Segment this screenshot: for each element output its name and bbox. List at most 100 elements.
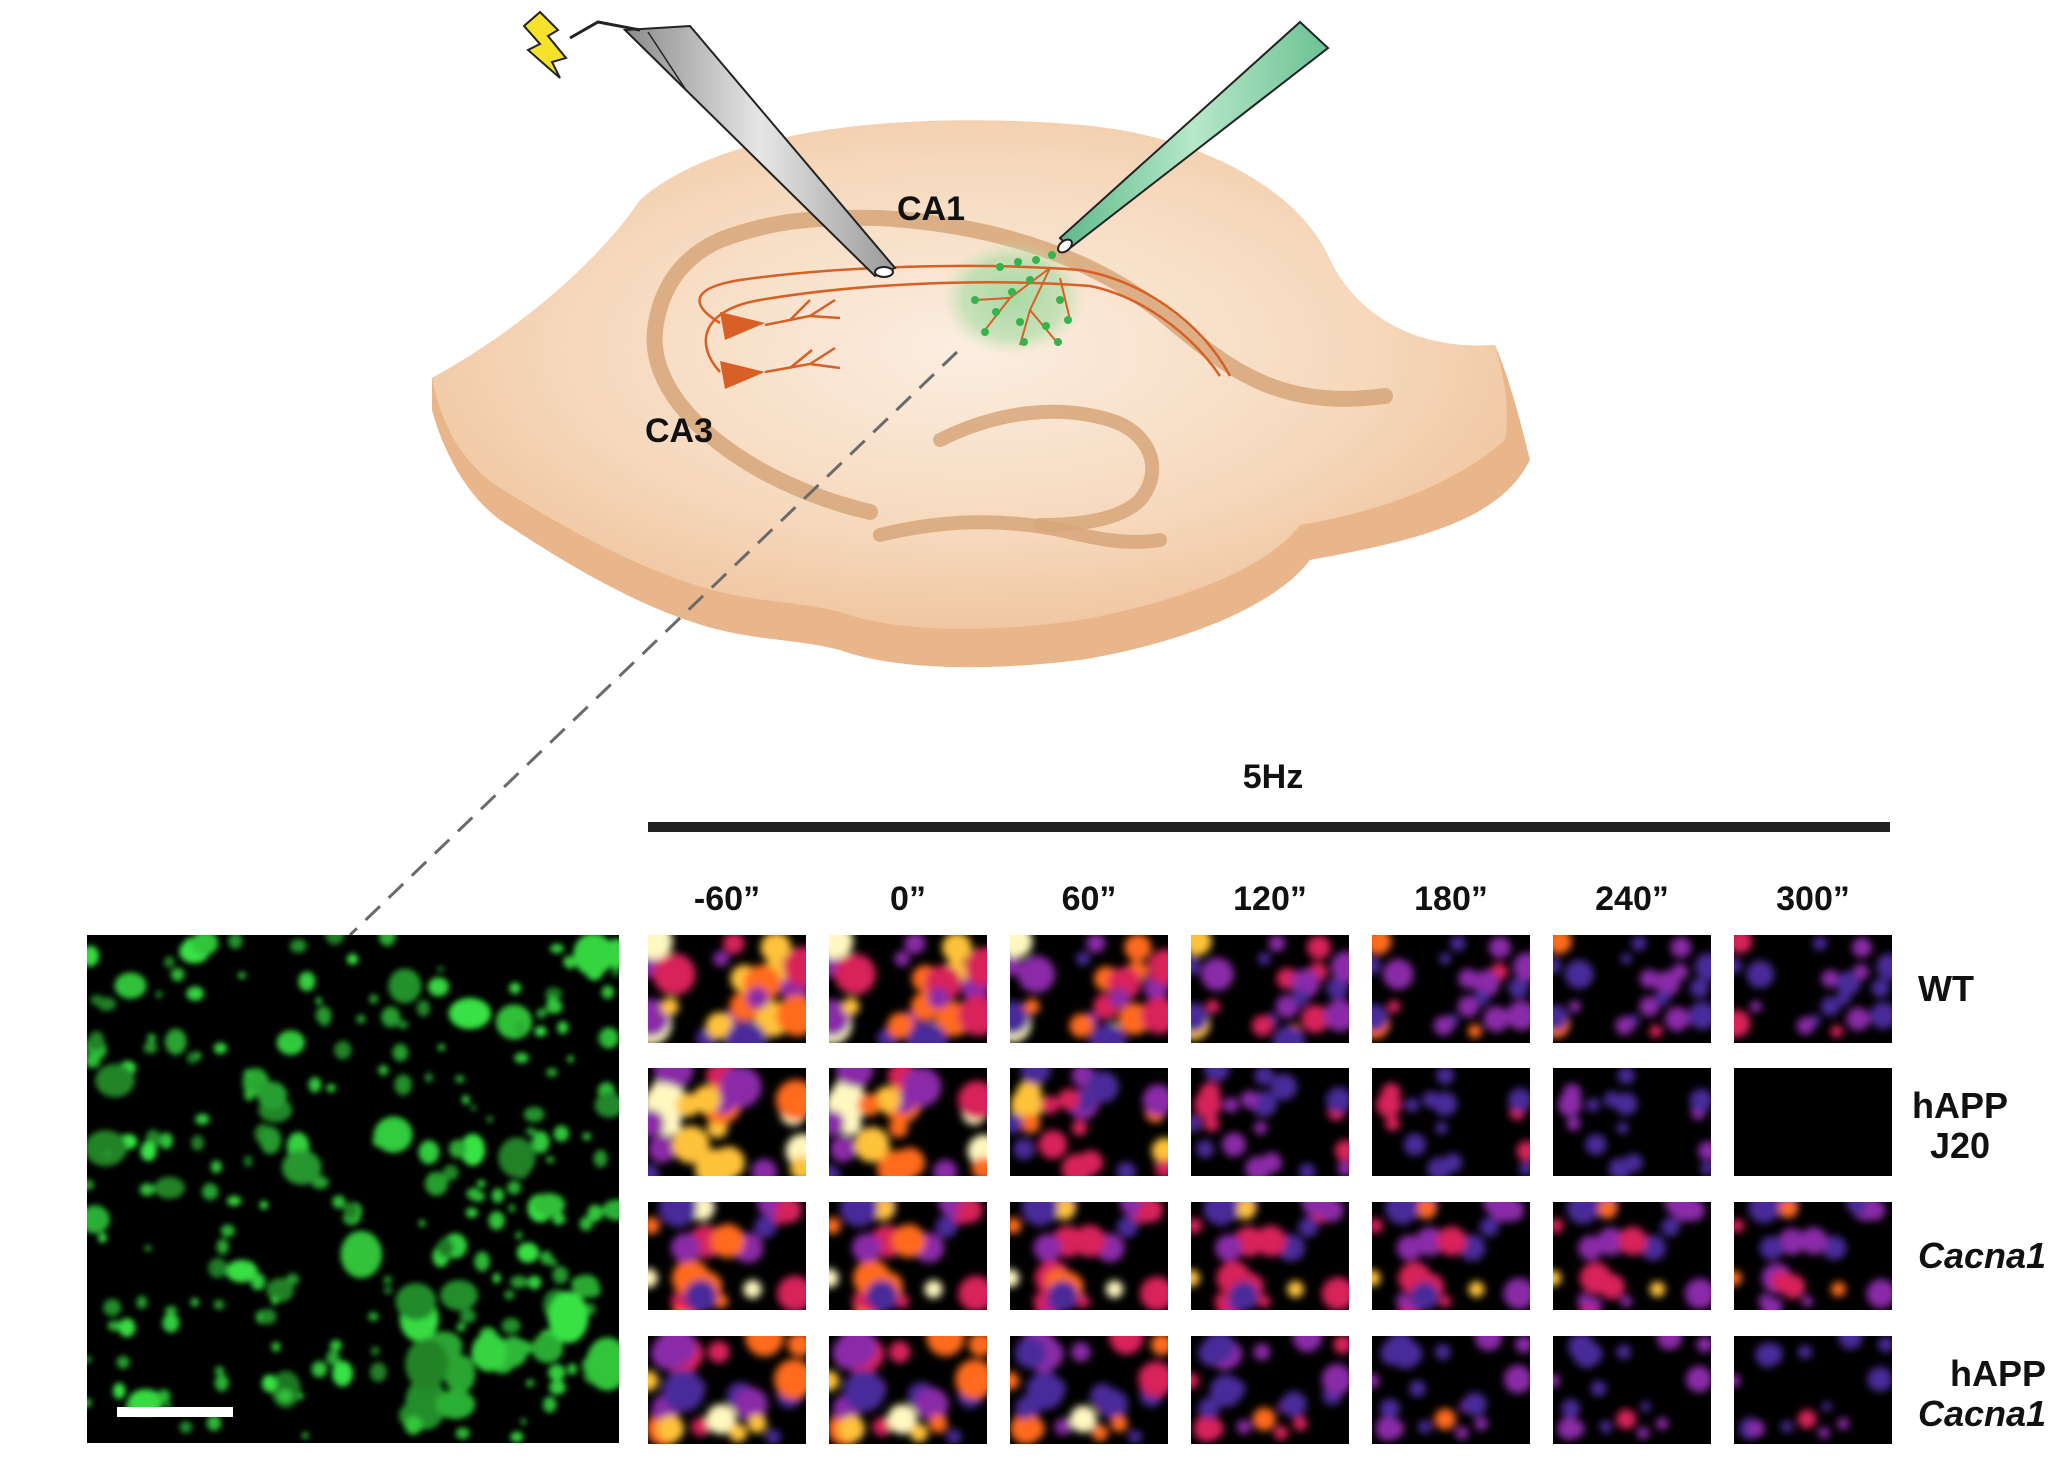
fluorescent-punctum (206, 1415, 222, 1431)
heatmap-blob (1141, 997, 1168, 1034)
fluorescent-punctum (87, 1398, 92, 1408)
heatmap-blob (1010, 1269, 1020, 1288)
fluorescent-punctum (370, 1346, 380, 1356)
fluorescent-punctum (546, 999, 563, 1014)
heatmap-blob (842, 998, 860, 1016)
fluorescent-punctum (325, 935, 345, 945)
fluorescent-punctum (440, 1279, 479, 1311)
heatmap-blob (1472, 969, 1500, 997)
heatmap-blob (1422, 1091, 1440, 1108)
heatmap-blob (1139, 1276, 1168, 1310)
heatmap-blob (829, 1370, 840, 1391)
fluorescent-punctum (326, 1084, 336, 1093)
heatmap-blob (1640, 1401, 1651, 1412)
heatmap-blob (1416, 1202, 1437, 1219)
fluorescent-punctum (582, 1132, 592, 1141)
heatmap-blob (1396, 1235, 1423, 1261)
heatmap-blob (1128, 1430, 1142, 1444)
heatmap-blob (1553, 1270, 1562, 1287)
fluorescent-punctum (195, 1113, 210, 1125)
heatmap-blob (1682, 1202, 1705, 1222)
fluorescent-punctum (549, 943, 564, 954)
heatmap-blob (1553, 1218, 1564, 1234)
fluorescent-punctum (210, 1160, 222, 1174)
heatmap-blob (1467, 1024, 1482, 1039)
fluorescent-punctum (136, 1295, 148, 1309)
heatmap-panel (1372, 935, 1530, 1043)
fluorescent-punctum (531, 1131, 550, 1154)
heatmap-blob (958, 995, 987, 1036)
fluorescent-punctum (250, 1273, 266, 1291)
heatmap-blob (1010, 1217, 1022, 1234)
heatmap-blob (719, 1068, 762, 1108)
heatmap-blob (1076, 951, 1091, 966)
fluorescent-punctum (601, 985, 615, 999)
fluorescent-punctum (332, 1360, 353, 1387)
fluorescent-punctum (531, 1333, 564, 1364)
heatmap-blob (648, 1135, 676, 1163)
fluorescent-punctum (460, 1133, 486, 1166)
fluorescent-punctum (587, 1204, 603, 1223)
label-ca1: CA1 (897, 190, 965, 228)
fluorescent-punctum (277, 1389, 293, 1403)
heatmap-blob (1326, 1087, 1349, 1114)
fluorescent-punctum (369, 1362, 387, 1383)
fluorescent-punctum (259, 1126, 282, 1155)
timepoint-label: -60” (694, 880, 760, 918)
heatmap-blob (1822, 1235, 1847, 1260)
heatmap-blob (1585, 1134, 1607, 1156)
fluorescent-punctum (486, 1115, 493, 1123)
heatmap-blob (1200, 957, 1234, 991)
heatmap-blob (1372, 1218, 1383, 1234)
heatmap-blob (1696, 1336, 1711, 1353)
heatmap-blob (1519, 1161, 1530, 1176)
heatmap-blob (1435, 1121, 1448, 1135)
heatmap-blob (776, 994, 806, 1037)
genotype-label-line1: Cacna1 (1918, 1235, 2046, 1276)
fluorescent-punctum (87, 1130, 128, 1167)
heatmap-panel (1010, 935, 1168, 1043)
fluorescent-punctum (298, 971, 316, 992)
heatmap-blob (1684, 1278, 1711, 1309)
heatmap-blob (1734, 958, 1742, 974)
heatmap-blob (1435, 1344, 1451, 1360)
heatmap-blob (1021, 1202, 1059, 1227)
heatmap-blob (1203, 1068, 1230, 1082)
heatmap-blob (829, 935, 854, 960)
fluorescent-punctum (113, 1382, 126, 1399)
heatmap-blob (1568, 1336, 1595, 1360)
timepoint-label: 0” (890, 880, 926, 918)
fluorescent-punctum (381, 1006, 401, 1028)
fluorescent-punctum (140, 1141, 157, 1162)
heatmap-blob (1700, 1161, 1711, 1176)
heatmap-blob (829, 1217, 841, 1235)
fluorescent-punctum (90, 994, 104, 1006)
fluorescent-punctum (118, 1318, 136, 1338)
fluorescent-punctum (271, 1297, 278, 1305)
heatmap-blob (915, 1387, 949, 1421)
heatmap-panel (1553, 1336, 1711, 1444)
fluorescent-punctum (162, 1313, 180, 1333)
heatmap-blob (1203, 1202, 1239, 1226)
fluorescent-punctum (214, 1374, 229, 1392)
heatmap-blob (1326, 976, 1349, 1000)
heatmap-blob (1372, 1004, 1389, 1032)
heatmap-blob (832, 1336, 867, 1371)
fluorescent-punctum (455, 1427, 470, 1440)
fluorescent-punctum (436, 966, 445, 972)
heatmap-panel (1734, 1068, 1892, 1176)
heatmap-blob (746, 987, 769, 1010)
fluorescent-punctum (214, 1366, 225, 1375)
heatmap-blob (1846, 1007, 1870, 1031)
fluorescent-punctum (532, 1193, 566, 1217)
heatmap-blob (1404, 1097, 1419, 1113)
fluorescent-punctum (116, 1356, 130, 1369)
heatmap-blob (1197, 1397, 1220, 1420)
heatmap-blob (1750, 1000, 1762, 1013)
heatmap-panel (1191, 1336, 1349, 1444)
heatmap-blob (1138, 1361, 1168, 1398)
heatmap-blob (1831, 1281, 1846, 1297)
heatmap-blob (1656, 1336, 1683, 1350)
heatmap-blob (787, 1336, 806, 1357)
